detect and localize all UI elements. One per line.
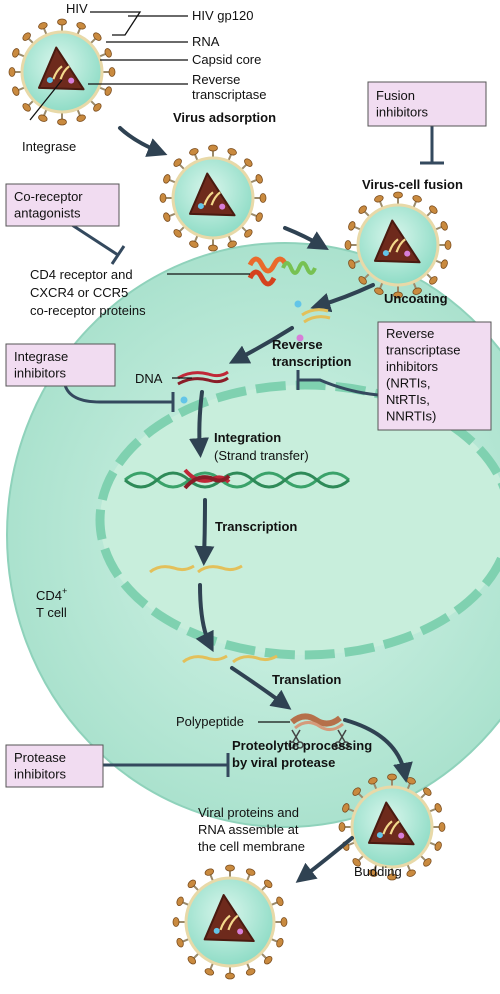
protease-inhibition	[103, 753, 230, 777]
arrow-reverse-transcription	[228, 326, 294, 364]
rt-label-line2: transcriptase	[192, 87, 266, 102]
integrase-inhibitor-text-1: inhibitors	[14, 366, 67, 381]
fusion-inhibition	[420, 125, 444, 165]
protease-inhibitors-box	[5, 744, 104, 788]
step-strand: (Strand transfer)	[214, 448, 309, 463]
dna-label: DNA	[135, 371, 163, 386]
rt-inhibitor-text-3: (NRTIs,	[386, 376, 431, 391]
arrow-budding	[295, 836, 354, 883]
step-proteolysis-line1: Proteolytic processing	[232, 738, 372, 753]
pathway-arrows	[118, 126, 413, 883]
rt-inhibition	[296, 370, 379, 397]
inhibitor-boxes	[5, 81, 492, 788]
rt-inhibitor-text-1: transcriptase	[386, 343, 460, 358]
receptor-line3: co-receptor proteins	[30, 303, 146, 318]
coreceptor-inhibition	[71, 223, 126, 265]
integrated-dna	[124, 468, 350, 490]
protease-scissors-icon	[288, 729, 350, 749]
step-rt-line1: Reverse	[272, 337, 323, 352]
arrow-adsorption	[118, 126, 168, 157]
gp120-label: HIV gp120	[192, 8, 253, 23]
integrase-inhibitors-box	[5, 343, 116, 387]
virion-adsorbing	[159, 144, 267, 252]
virion-fusing	[344, 191, 452, 299]
step-budding: Budding	[354, 864, 402, 879]
cell-label-line2: T cell	[36, 605, 67, 620]
arrow-transcription	[194, 498, 215, 566]
receptor-line1: CD4 receptor and	[30, 267, 133, 282]
integrase-inhibitor-text-0: Integrase	[14, 349, 68, 364]
arrow-fusion	[283, 226, 329, 251]
cell-label-line1: CD4+	[36, 586, 67, 603]
integrase-inhibition	[63, 384, 175, 412]
fusion-inhibitor-text-0: Fusion	[376, 88, 415, 103]
rt-inhibitor-text-4: NtRTIs,	[386, 392, 430, 407]
virion-budded	[172, 864, 288, 980]
virion-free	[8, 18, 116, 126]
viral-rna-released	[294, 300, 331, 342]
rt-inhibitors-box	[377, 321, 492, 431]
coreceptor-inhibitor-text-1: antagonists	[14, 206, 81, 221]
fusion-inhibitor-text-1: inhibitors	[376, 105, 429, 120]
step-proteolysis-line2: by viral protease	[232, 755, 335, 770]
step-integration: Integration	[214, 430, 281, 445]
capsid-label: Capsid core	[192, 52, 261, 67]
virion-group	[8, 18, 452, 980]
rt-inhibitor-text-0: Reverse	[386, 326, 434, 341]
step-translation: Translation	[272, 672, 341, 687]
protease-inhibitor-text-0: Protease	[14, 750, 66, 765]
assembly-line1: Viral proteins and	[198, 805, 299, 820]
step-fusion: Virus-cell fusion	[362, 177, 463, 192]
coreceptor-antagonists-box	[5, 183, 120, 227]
viral-dna	[177, 370, 229, 404]
arrow-integration	[189, 390, 210, 458]
assembly-line3: the cell membrane	[198, 839, 305, 854]
receptor-line2: CXCR4 or CCR5	[30, 285, 128, 300]
receptor-proteins	[247, 256, 317, 287]
arrow-processing	[343, 718, 413, 783]
rt-inhibitor-text-2: inhibitors	[386, 359, 439, 374]
step-rt-line2: transcription	[272, 354, 352, 369]
arrow-uncoating	[310, 283, 375, 313]
fusion-inhibitors-box	[367, 81, 487, 127]
arrow-translation-a	[195, 583, 214, 653]
rt-inhibitor-text-5: NNRTIs)	[386, 409, 436, 424]
mrna-cytoplasm	[182, 654, 278, 664]
integrase-label: Integrase	[22, 139, 76, 154]
step-transcription: Transcription	[215, 519, 297, 534]
rt-label-line1: Reverse	[192, 72, 240, 87]
polypeptide-chain	[290, 713, 344, 731]
coreceptor-inhibitor-text-0: Co-receptor	[14, 189, 83, 204]
inhibition-lines	[63, 125, 444, 777]
hiv-label: HIV	[66, 1, 88, 16]
inhibitor-box-text: FusioninhibitorsCo-receptorantagonistsIn…	[14, 88, 460, 782]
polypeptide-label: Polypeptide	[176, 714, 244, 729]
leader-lines	[29, 11, 290, 723]
step-adsorption: Virus adsorption	[173, 110, 276, 125]
protease-inhibitor-text-1: inhibitors	[14, 767, 67, 782]
rna-label: RNA	[192, 34, 220, 49]
assembly-line2: RNA assemble at	[198, 822, 299, 837]
mrna-nuclear	[149, 564, 243, 574]
text-labels: HIV HIV gp120 RNA Capsid core Reverse tr…	[22, 1, 463, 879]
step-uncoating: Uncoating	[384, 291, 448, 306]
arrow-translation-b	[230, 666, 292, 710]
